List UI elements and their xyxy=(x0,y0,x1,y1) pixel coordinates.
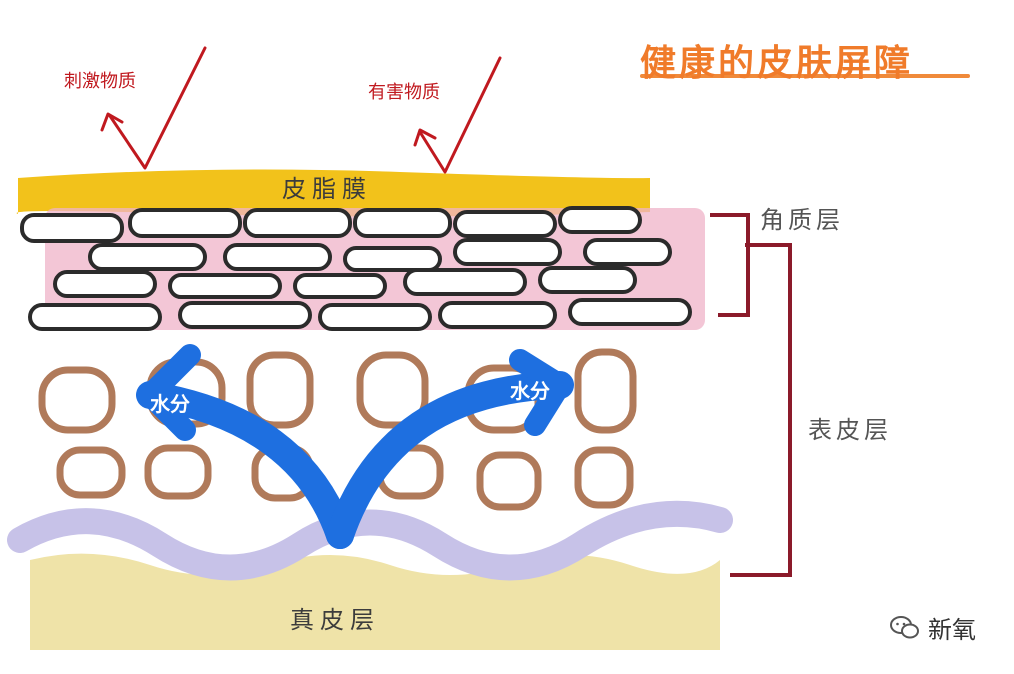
corneocyte xyxy=(318,303,432,331)
epidermal-cell xyxy=(574,348,637,434)
corneocyte xyxy=(20,213,124,243)
corneocyte xyxy=(583,238,672,266)
watermark-text: 新氧 xyxy=(928,616,976,644)
corneocyte xyxy=(453,238,562,266)
corneocyte xyxy=(243,208,352,238)
corneocyte xyxy=(403,268,527,296)
corneocyte xyxy=(538,266,637,294)
diagram-title: 健康的皮肤屏障 xyxy=(640,43,914,84)
stratum-corneum-label: 角质层 xyxy=(760,206,844,234)
water-label-left: 水分 xyxy=(150,392,190,416)
corneocyte xyxy=(53,270,157,298)
dermis-label: 真皮层 xyxy=(290,606,380,634)
basal-membrane xyxy=(7,500,733,581)
irritant-arrow-head xyxy=(100,112,124,132)
corneocyte xyxy=(223,243,332,271)
corneocyte xyxy=(343,246,442,272)
water-label-right: 水分 xyxy=(510,379,550,403)
harmful-reflect-arrow xyxy=(418,56,502,174)
irritant-reflect-arrow xyxy=(108,46,207,170)
dermis-layer xyxy=(30,553,720,650)
epidermal-cell xyxy=(574,446,634,509)
water-arrow-right-head xyxy=(509,349,571,436)
water-arrow-left-shaft xyxy=(136,381,354,549)
corneocyte xyxy=(178,301,312,329)
corneocyte xyxy=(88,243,207,271)
watermark: 新氧 xyxy=(890,610,976,645)
corneocyte xyxy=(28,303,162,331)
sebum-film-label: 皮脂膜 xyxy=(282,175,372,203)
epidermal-cell xyxy=(56,446,126,499)
reflection-arrows xyxy=(100,46,502,174)
epidermal-cell xyxy=(476,451,542,511)
layer-brackets xyxy=(710,213,792,577)
corneocyte xyxy=(453,210,557,238)
corneocyte xyxy=(568,298,692,326)
sebum-film-layer xyxy=(16,169,650,217)
water-flow-arrows xyxy=(136,344,574,549)
harmful-arrow-head xyxy=(413,128,437,147)
epidermis-bracket xyxy=(730,243,792,577)
irritant-label: 刺激物质 xyxy=(64,71,136,92)
corneocytes xyxy=(20,206,692,331)
corneocyte xyxy=(353,208,452,238)
epidermis-label: 表皮层 xyxy=(808,416,892,444)
epidermal-cell xyxy=(356,351,429,429)
corneocyte xyxy=(438,301,557,329)
water-arrow-left-head xyxy=(139,344,201,441)
epidermal-cell xyxy=(246,351,314,429)
corneocyte xyxy=(558,206,642,234)
stratum-corneum-bracket xyxy=(710,213,750,317)
corneocyte xyxy=(293,273,387,299)
corneocyte xyxy=(128,208,242,238)
epidermal-cell xyxy=(144,444,212,500)
water-arrow-right-shaft xyxy=(326,371,574,549)
wechat-icon xyxy=(890,615,920,641)
corneocyte xyxy=(168,273,282,299)
epidermal-cell xyxy=(38,366,116,434)
harmful-label: 有害物质 xyxy=(368,82,440,103)
title-underline xyxy=(640,74,970,78)
